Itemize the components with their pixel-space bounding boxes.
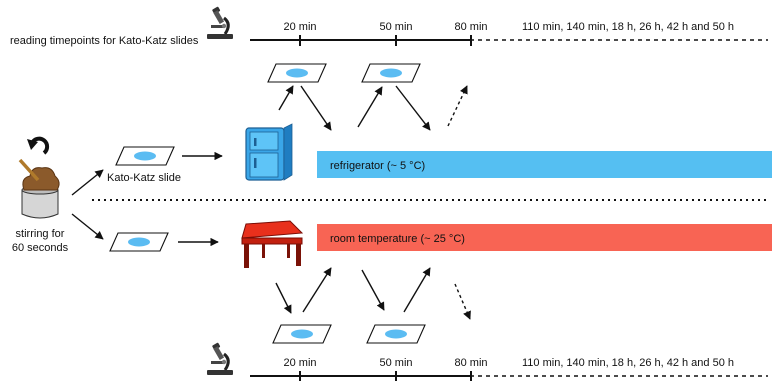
bottom-arrows xyxy=(275,267,471,320)
room-temperature-bar: room temperature (~ 25 °C) xyxy=(317,224,772,251)
refrigerator-bar-label: refrigerator (~ 5 °C) xyxy=(330,160,425,172)
reading-timepoints-label: reading timepoints for Kato-Katz slides xyxy=(10,35,199,47)
time-label-80-bottom: 80 min xyxy=(454,357,487,369)
time-label-50-bottom: 50 min xyxy=(379,357,412,369)
refresh-arrow-icon xyxy=(27,136,50,155)
room-temperature-bar-label: room temperature (~ 25 °C) xyxy=(330,233,465,245)
table-icon xyxy=(241,220,304,268)
kato-katz-slide-label: Kato-Katz slide xyxy=(107,172,181,184)
kato-katz-slide xyxy=(115,146,175,166)
time-label-20-bottom: 20 min xyxy=(283,357,316,369)
microscope-icon-bottom xyxy=(205,340,235,377)
refrigerator-icon xyxy=(245,123,293,181)
time-label-later: 110 min, 140 min, 18 h, 26 h, 42 h and 5… xyxy=(522,21,734,33)
time-label-later-bottom: 110 min, 140 min, 18 h, 26 h, 42 h and 5… xyxy=(522,357,734,369)
time-label-50: 50 min xyxy=(379,21,412,33)
top-timeline: reading timepoints for Kato-Katz slides … xyxy=(10,4,768,47)
stirring-label-line1: stirring for xyxy=(16,228,65,240)
slide-top-20 xyxy=(267,63,327,83)
stool-cup-icon xyxy=(18,158,60,219)
bottom-timeline: 20 min 50 min 80 min 110 min, 140 min, 1… xyxy=(205,340,768,381)
slide-top-50 xyxy=(361,63,421,83)
microscope-icon xyxy=(205,4,235,41)
refrigerator-bar-fill xyxy=(317,151,772,178)
stirring-label-line2: 60 seconds xyxy=(12,242,69,254)
time-label-80: 80 min xyxy=(454,21,487,33)
time-label-20: 20 min xyxy=(283,21,316,33)
slide-bottom-20 xyxy=(272,324,332,344)
kato-katz-slide-lower xyxy=(109,232,169,252)
top-arrows xyxy=(278,85,468,131)
room-temperature-bar-fill xyxy=(317,224,772,251)
slide-bottom-50 xyxy=(366,324,426,344)
refrigerator-bar: refrigerator (~ 5 °C) xyxy=(317,151,772,178)
branch-arrows xyxy=(71,169,104,240)
